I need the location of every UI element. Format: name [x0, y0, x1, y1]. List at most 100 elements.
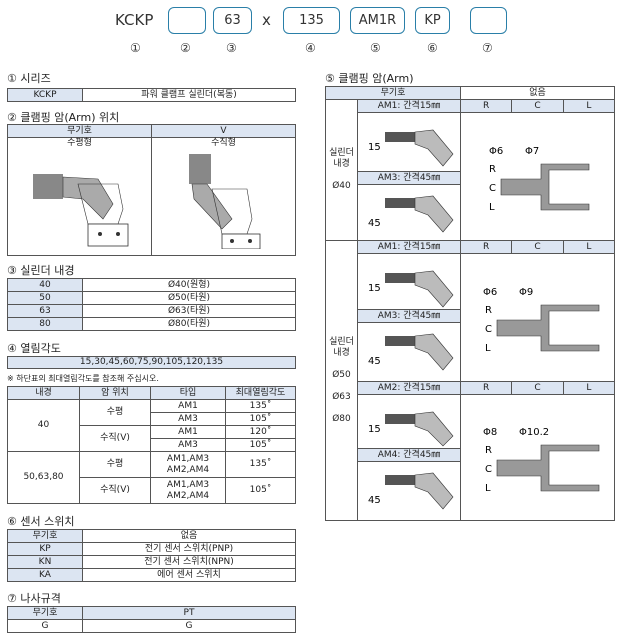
th-none: 없음: [460, 86, 615, 100]
horizontal-clamp-drawing: [33, 174, 129, 247]
c-label: C: [485, 324, 492, 335]
r-label: R: [485, 305, 492, 316]
horizontal-cell: 수평형: [7, 137, 152, 256]
col-none: 무기호: [7, 124, 152, 138]
sensor-code: KN: [7, 555, 83, 569]
sensor-code: KP: [7, 542, 83, 556]
sensor-title: ⑥ 센서 스위치: [7, 515, 75, 528]
arm-drawing-cell: 15: [357, 112, 461, 172]
bore-cell: 40: [7, 399, 80, 452]
col-l: L: [562, 381, 616, 395]
index-5: ⑤: [370, 41, 381, 55]
th: 암 위치: [79, 386, 151, 400]
index-3: ③: [226, 41, 237, 55]
arm-drawing-cell: 15: [357, 253, 461, 310]
option-box-5: AM1R: [350, 7, 405, 34]
vertical-label: 수직형: [211, 138, 236, 148]
pos-cell: 수평: [79, 399, 151, 426]
bore-code: 50: [7, 291, 83, 305]
index-7: ⑦: [482, 41, 493, 55]
th-code: 무기호: [325, 86, 461, 100]
type-cell: AM3: [150, 438, 226, 452]
angle-cell: 105˚: [225, 438, 296, 452]
bore-value: Ø50: [332, 369, 351, 380]
thread-code: 무기호: [7, 606, 83, 620]
r-label: R: [485, 445, 492, 456]
thread-desc: PT: [82, 606, 296, 620]
arm-drawing-cell: 15: [357, 394, 461, 449]
bore-value: Ø63: [332, 391, 351, 402]
arm-am3-drawing: 45: [368, 333, 454, 371]
am1-header: AM1: 간격15㎜: [357, 240, 461, 254]
type-line: AM1,AM3: [166, 453, 210, 464]
model-prefix: KCKP: [115, 11, 154, 29]
pos-cell: 수평: [79, 451, 151, 478]
option-box-3: 63: [213, 7, 252, 34]
dim-label: 45: [368, 218, 381, 229]
dia-label: Φ7: [525, 146, 539, 157]
am3-header: AM3: 간격45㎜: [357, 309, 461, 323]
index-4: ④: [305, 41, 316, 55]
pos-cell: 수직(V): [79, 477, 151, 504]
dia-label: Φ6: [489, 146, 503, 157]
index-2: ②: [180, 41, 191, 55]
th: 타입: [150, 386, 226, 400]
angle-list: 15,30,45,60,75,90,105,120,135: [7, 356, 296, 369]
arm-am4-drawing: 45: [368, 472, 454, 510]
am3-header: AM3: 간격45㎜: [357, 171, 461, 185]
r-label: R: [489, 164, 496, 175]
sensor-desc: 없음: [82, 529, 296, 543]
thread-desc: G: [82, 619, 296, 633]
series-desc: 파워 클램프 실린더(복동): [82, 88, 296, 102]
col-c: C: [511, 240, 564, 254]
vertical-cell: 수직형: [151, 137, 296, 256]
clamp-arm-title: ⑤ 클램핑 암(Arm): [325, 72, 414, 85]
thread-title: ⑦ 나사규격: [7, 592, 61, 605]
index-1: ①: [130, 41, 141, 55]
angle-cell: 135˚: [225, 451, 296, 478]
type-cell: AM1: [150, 399, 226, 413]
bore-cell: 50,63,80: [7, 451, 80, 504]
bore-desc: Ø63(타원): [82, 304, 296, 318]
dim-label: 45: [368, 495, 381, 506]
bore-desc: Ø80(타원): [82, 317, 296, 331]
angle-cell: 120˚: [225, 425, 296, 439]
option-box-4: 135: [283, 7, 340, 34]
bore-code: 63: [7, 304, 83, 318]
col-c: C: [511, 381, 564, 395]
arm-drawing-cell: 45: [357, 461, 461, 521]
option-box-2: [168, 7, 206, 34]
arm-am1-drawing: 15: [368, 129, 454, 167]
c-label: C: [485, 464, 492, 475]
bore-title: ③ 실린더 내경: [7, 264, 75, 277]
series-title: ① 시리즈: [7, 72, 51, 85]
type-line: AM2,AM4: [166, 464, 210, 475]
angle-note: ※ 하단표의 최대열림각도를 참조해 주십시오.: [7, 374, 159, 383]
index-6: ⑥: [427, 41, 438, 55]
type-line: AM2,AM4: [166, 490, 210, 501]
th: 최대열림각도: [225, 386, 296, 400]
type-cell: AM3: [150, 412, 226, 426]
arm-drawing-cell: 45: [357, 322, 461, 382]
c-label: C: [489, 183, 496, 194]
arm-am2-drawing: 15: [368, 411, 454, 446]
dia-label: Φ9: [519, 287, 533, 298]
am4-header: AM4: 간격45㎜: [357, 448, 461, 462]
dim-label: 15: [368, 424, 381, 435]
series-code: KCKP: [7, 88, 83, 102]
arm-position-title: ② 클램핑 암(Arm) 위치: [7, 111, 120, 124]
times-sign: x: [262, 11, 271, 29]
l-label: L: [485, 343, 491, 354]
bore-code: 40: [7, 278, 83, 292]
